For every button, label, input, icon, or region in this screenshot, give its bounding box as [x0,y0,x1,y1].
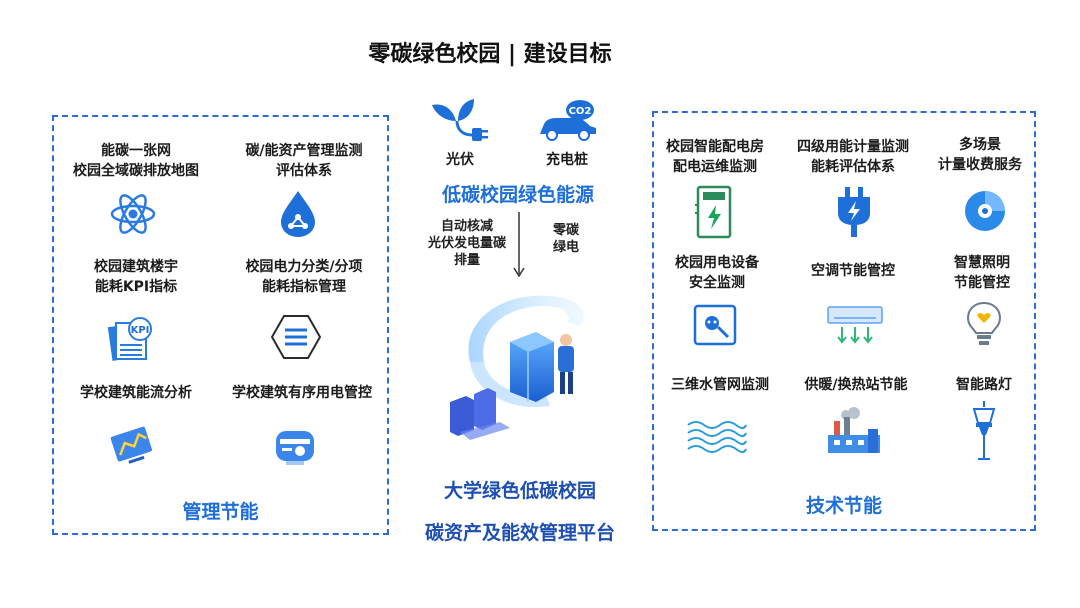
item-label: 智能路灯 [956,377,1012,393]
item-billing: 多场景 计量收费服务 [926,135,1034,175]
power-cabinet-icon [695,185,732,239]
item-label: 学校建筑能流分析 [80,385,192,401]
street-lamp-icon [972,401,996,460]
source-label-charger: 充电桩 [546,152,588,168]
source-label-pv: 光伏 [446,152,474,168]
down-arrow-icon [513,212,525,278]
item-heating-station: 供暖/换热站节能 [786,375,926,395]
item-label: 碳/能资产管理监测 评估体系 [245,143,363,179]
item-label: 校园电力分类/分项 能耗指标管理 [245,259,363,295]
item-label: 多场景 计量收费服务 [938,137,1022,173]
item-smart-lighting: 智慧照明 节能管控 [932,253,1032,293]
item-power-classification: 校园电力分类/分项 能耗指标管理 [219,257,389,297]
item-power-room: 校园智能配电房 配电运维监测 [654,137,776,177]
item-orderly-power: 学校建筑有序用电管控 [212,383,392,403]
item-label: 空调节能管控 [811,263,895,279]
ev-charging-car-icon: CO2 [540,100,596,141]
item-label: 智慧照明 节能管控 [954,255,1010,291]
item-water-network: 三维水管网监测 [654,375,786,395]
platform-illustration-icon [450,295,584,440]
metering-disc-icon [965,191,1005,231]
energy-flow-screen-icon [110,426,152,464]
page-title: 零碳绿色校园 | 建设目标 [368,42,612,67]
management-panel: 能碳一张网 校园全域碳排放地图 碳/能资产管理监测 评估体系 校园建筑楼宇 能耗… [52,115,389,535]
item-asset-monitoring: 碳/能资产管理监测 评估体系 [219,141,389,181]
item-label: 四级用能计量监测 能耗评估体系 [797,139,909,175]
item-ac-control: 空调节能管控 [784,261,922,281]
technical-footer: 技术节能 [805,495,882,517]
electric-plug-icon [838,187,870,237]
item-label: 校园智能配电房 配电运维监测 [666,139,764,175]
power-control-device-icon [276,431,314,465]
management-footer: 管理节能 [182,501,259,523]
item-street-light: 智能路灯 [936,375,1032,395]
item-label: 校园用电设备 安全监测 [675,255,759,291]
item-label: 三维水管网监测 [671,377,769,393]
heating-station-icon [828,407,880,453]
technical-panel: 校园智能配电房 配电运维监测 四级用能计量监测 能耗评估体系 多场景 计量收费服… [652,111,1036,531]
zero-carbon-note: 零碳 绿电 [552,223,579,255]
item-label: 校园建筑楼宇 能耗KPI指标 [94,259,178,295]
item-label: 学校建筑有序用电管控 [232,385,372,401]
item-building-kpi: 校园建筑楼宇 能耗KPI指标 [56,257,216,297]
power-socket-icon [693,304,737,346]
item-equipment-safety: 校园用电设备 安全监测 [654,253,780,293]
svg-text:CO2: CO2 [569,106,592,117]
platform-title-line2: 碳资产及能效管理平台 [424,522,615,544]
svg-text:KPI: KPI [131,325,150,336]
platform-title-line1: 大学绿色低碳校园 [443,480,596,502]
air-conditioner-icon [827,306,883,344]
solar-plant-plug-icon [432,99,488,141]
item-energy-flow: 学校建筑能流分析 [56,383,216,403]
light-bulb-icon [966,301,1002,345]
hexagon-list-icon [270,315,322,359]
kpi-document-icon: KPI [107,317,152,361]
item-metering: 四级用能计量监测 能耗评估体系 [784,137,922,177]
atom-icon [110,194,156,234]
item-carbon-map: 能碳一张网 校园全域碳排放地图 [56,141,216,181]
item-label: 供暖/换热站节能 [804,377,908,393]
pv-deduction-note: 自动核减 光伏发电量碳 排量 [427,219,506,268]
water-drop-icon [281,191,315,237]
item-label: 能碳一张网 校园全域碳排放地图 [73,143,199,179]
green-energy-title: 低碳校园绿色能源 [441,184,594,206]
water-waves-icon [687,421,747,453]
